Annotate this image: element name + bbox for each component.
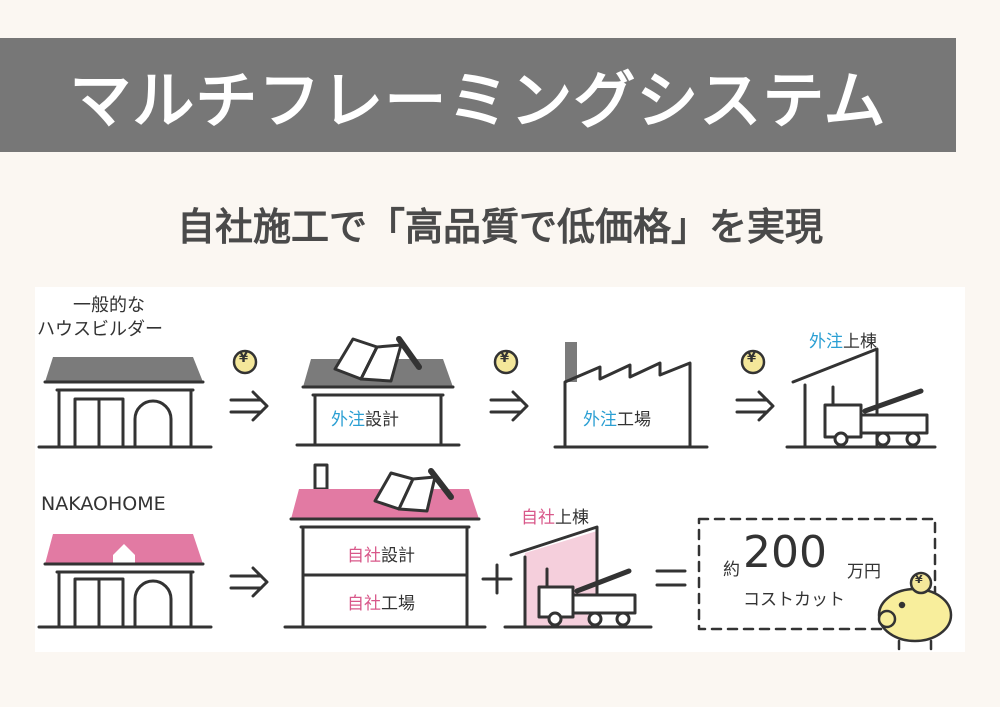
arrow-icon bbox=[229, 566, 269, 598]
yen-coin-icon bbox=[740, 349, 766, 375]
arrow-icon bbox=[735, 390, 775, 422]
piggy-bank-icon bbox=[877, 571, 953, 651]
piggy-yen-symbol: ¥ bbox=[915, 573, 923, 586]
inhouse-design-label: 自社設計 bbox=[347, 546, 415, 566]
cost-cut-caption: コストカット bbox=[743, 590, 845, 610]
yen-symbol: ¥ bbox=[500, 351, 510, 366]
yen-coin-icon bbox=[232, 349, 258, 375]
outsourced-design-label: 外注設計 bbox=[331, 410, 399, 430]
plus-icon bbox=[481, 563, 513, 595]
arrow-icon bbox=[229, 390, 269, 422]
arrow-icon bbox=[489, 390, 529, 422]
yen-symbol: ¥ bbox=[239, 351, 249, 366]
equals-icon bbox=[655, 569, 687, 587]
diagram-graphics bbox=[37, 336, 953, 651]
result-box bbox=[697, 517, 937, 631]
outsourced-build-label: 外注上棟 bbox=[809, 332, 877, 352]
cost-unit: 万円 bbox=[847, 562, 881, 582]
inhouse-design-factory-icon bbox=[283, 463, 487, 629]
general-builder-label-line2: ハウスビルダー bbox=[37, 319, 163, 340]
cost-amount: 200 bbox=[743, 527, 827, 578]
nakaohome-label: NAKAOHOME bbox=[41, 493, 166, 515]
title-bar: マルチフレーミングシステム bbox=[0, 38, 956, 152]
diagram-panel: 一般的な ハウスビルダー ¥ ¥ ¥ 外注設計 外注工場 外注上棟 NAKAOH… bbox=[35, 287, 965, 652]
inhouse-factory-label: 自社工場 bbox=[347, 594, 415, 614]
general-house-icon bbox=[37, 357, 213, 449]
outsourced-factory-label: 外注工場 bbox=[583, 410, 651, 430]
inhouse-build-icon bbox=[503, 525, 653, 629]
subtitle: 自社施工で「高品質で低価格」を実現 bbox=[176, 205, 823, 249]
approx-prefix: 約 bbox=[723, 560, 740, 580]
inhouse-build-label: 自社上棟 bbox=[521, 508, 589, 528]
yen-symbol: ¥ bbox=[747, 351, 757, 366]
page-title: マルチフレーミングシステム bbox=[69, 64, 887, 137]
yen-coin-icon bbox=[493, 349, 519, 375]
general-builder-label-line1: 一般的な bbox=[73, 295, 145, 316]
nakaohome-house-icon bbox=[37, 534, 213, 629]
outsourced-design-icon bbox=[295, 336, 461, 447]
outsourced-build-icon bbox=[785, 347, 937, 449]
outsourced-factory-icon bbox=[553, 342, 709, 449]
